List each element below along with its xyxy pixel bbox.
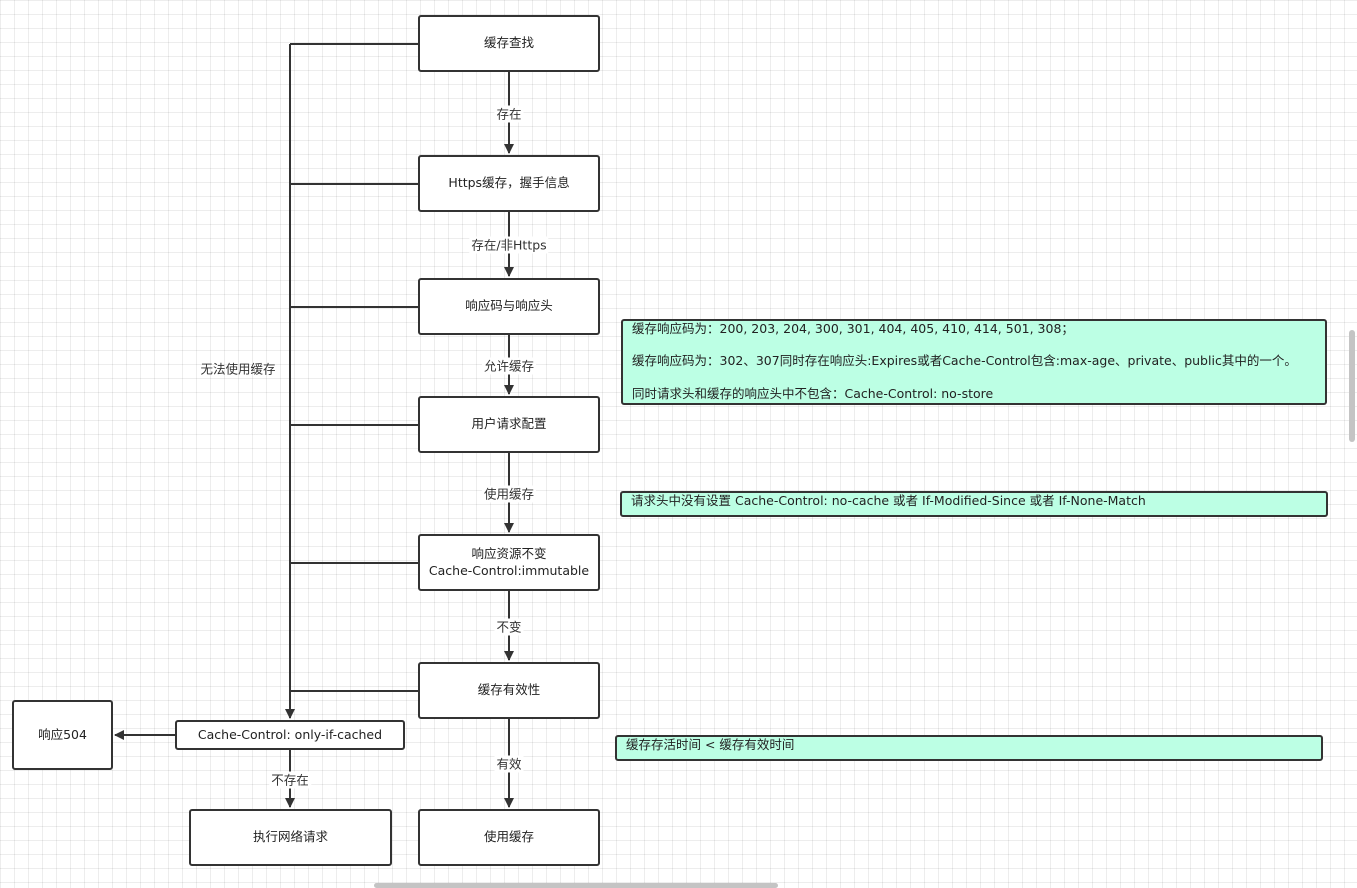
- use-cache-label: 使用缓存: [483, 829, 534, 845]
- user-config-node[interactable]: 用户请求配置: [418, 396, 600, 453]
- note-response-codes-line1: 缓存响应码为：200, 203, 204, 300, 301, 404, 405…: [632, 321, 1074, 336]
- edge-label-cannot-use-cache: 无法使用缓存: [200, 361, 276, 377]
- edge-label-exists-non-https: 存在/非Https: [469, 236, 549, 254]
- https-cache-label: Https缓存，握手信息: [448, 175, 570, 191]
- edge-label-use-cache: 使用缓存: [481, 485, 537, 503]
- edge-label-valid: 有效: [494, 755, 524, 773]
- cache-validity-label: 缓存有效性: [477, 682, 541, 698]
- edge-label-not-exist: 不存在: [269, 771, 311, 789]
- only-if-cached-label: Cache-Control: only-if-cached: [197, 726, 383, 742]
- network-request-node[interactable]: 执行网络请求: [189, 809, 392, 866]
- immutable-node[interactable]: 响应资源不变 Cache-Control:immutable: [418, 534, 600, 591]
- response-code-node[interactable]: 响应码与响应头: [418, 278, 600, 335]
- response-504-label: 响应504: [38, 726, 87, 742]
- horizontal-scrollbar[interactable]: [374, 883, 778, 888]
- response-code-label: 响应码与响应头: [465, 298, 553, 314]
- edge-label-allow-cache: 允许缓存: [481, 357, 537, 375]
- only-if-cached-node[interactable]: Cache-Control: only-if-cached: [175, 720, 405, 750]
- https-cache-node[interactable]: Https缓存，握手信息: [418, 155, 600, 212]
- note-response-codes-line2: 缓存响应码为：302、307同时存在响应头:Expires或者Cache-Con…: [632, 353, 1297, 369]
- response-504-node[interactable]: 响应504: [12, 700, 113, 770]
- note-response-codes[interactable]: 缓存响应码为：200, 203, 204, 300, 301, 404, 405…: [621, 319, 1327, 405]
- edge-label-unchanged: 不变: [494, 618, 524, 636]
- user-config-label: 用户请求配置: [471, 416, 547, 432]
- cache-lookup-label: 缓存查找: [483, 35, 534, 51]
- immutable-label-line1: 响应资源不变: [471, 546, 547, 562]
- note-ttl-text: 缓存存活时间 < 缓存有效时间: [626, 737, 795, 752]
- use-cache-node[interactable]: 使用缓存: [418, 809, 600, 866]
- note-response-codes-line3: 同时请求头和缓存的响应头中不包含：Cache-Control: no-store: [632, 385, 994, 401]
- note-request-headers-text: 请求头中没有设置 Cache-Control: no-cache 或者 If-M…: [631, 493, 1146, 508]
- network-request-label: 执行网络请求: [252, 829, 328, 845]
- note-request-headers[interactable]: 请求头中没有设置 Cache-Control: no-cache 或者 If-M…: [620, 491, 1328, 517]
- vertical-scrollbar[interactable]: [1349, 330, 1355, 442]
- edge-label-exists: 存在: [494, 105, 524, 123]
- note-ttl[interactable]: 缓存存活时间 < 缓存有效时间: [615, 735, 1323, 761]
- cache-lookup-node[interactable]: 缓存查找: [418, 15, 600, 72]
- cache-validity-node[interactable]: 缓存有效性: [418, 662, 600, 719]
- immutable-label-line2: Cache-Control:immutable: [428, 562, 590, 578]
